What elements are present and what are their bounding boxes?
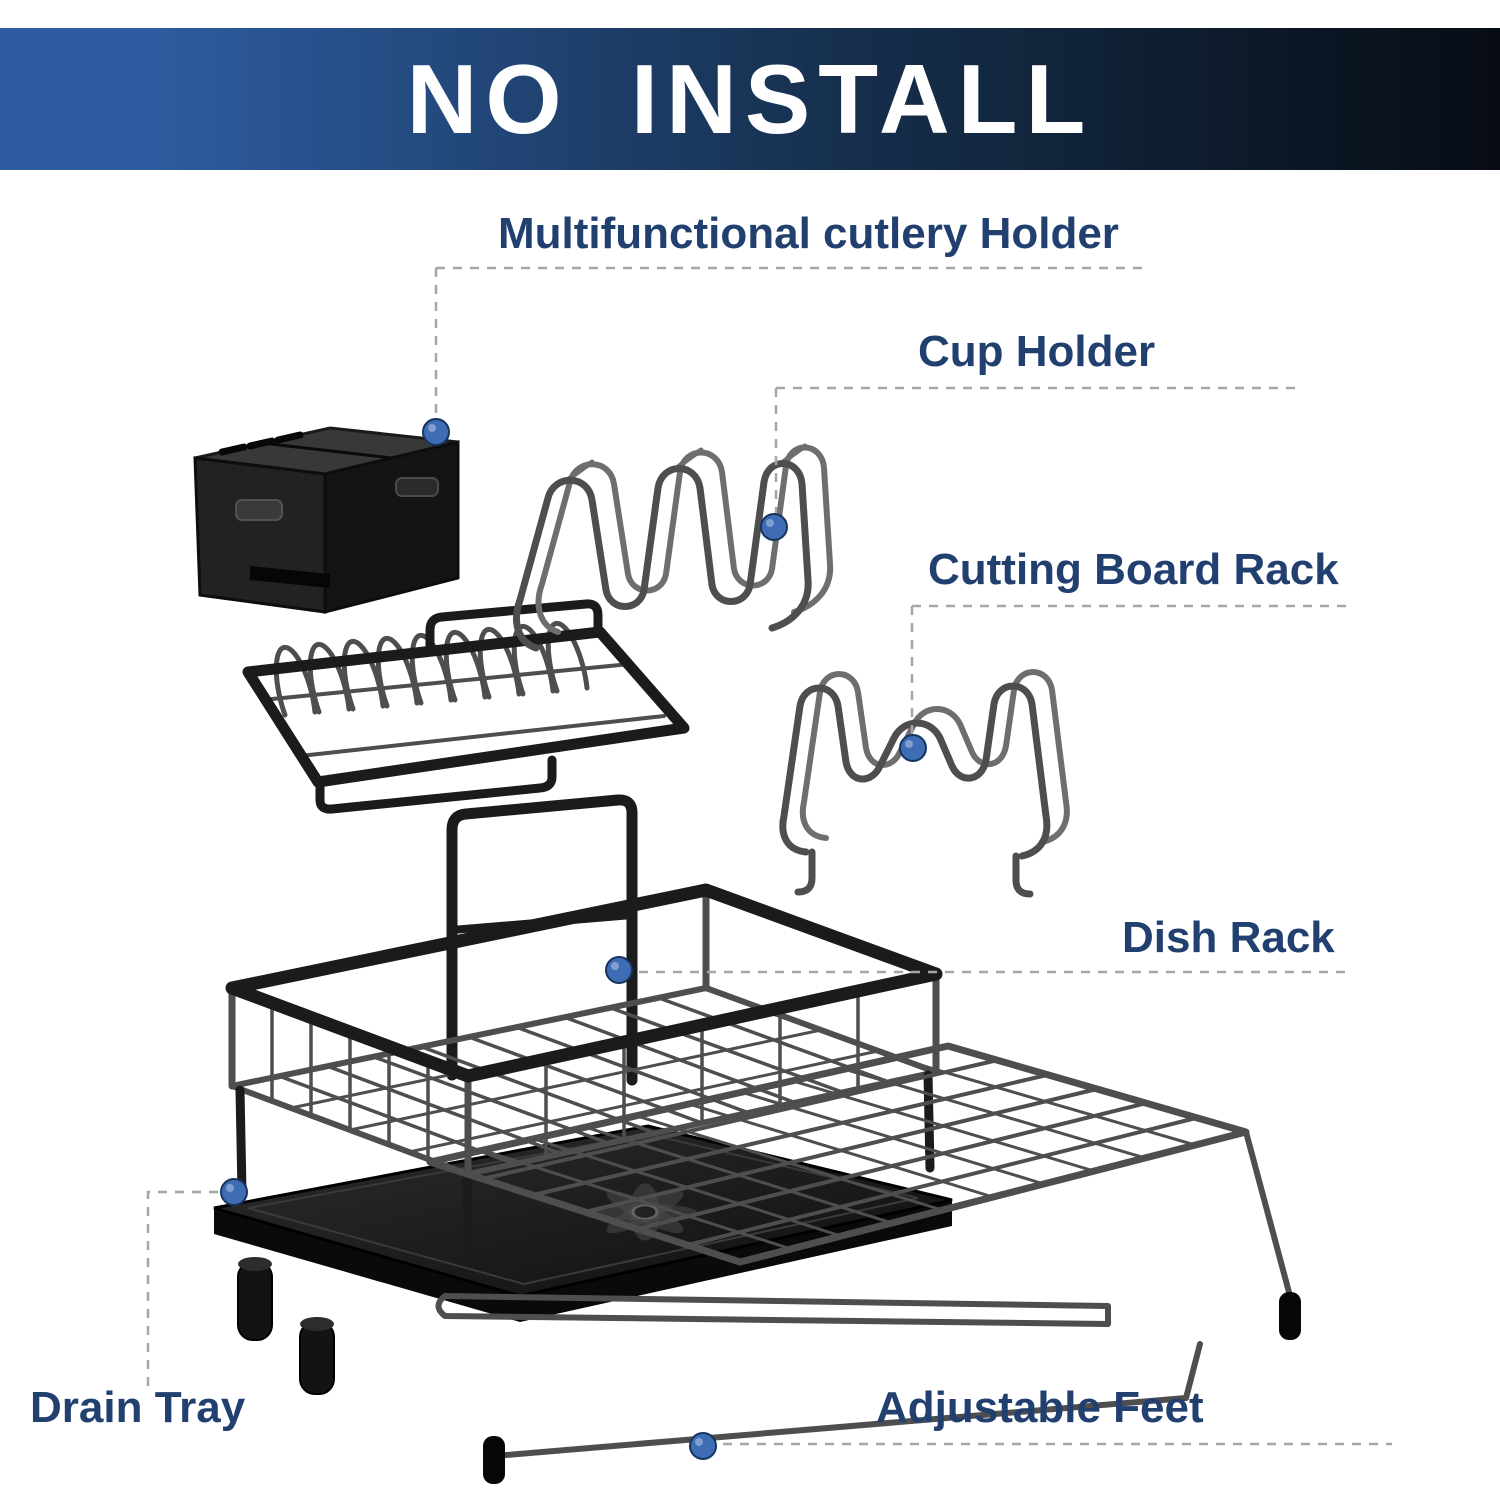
banner: NO INSTALL xyxy=(0,28,1500,170)
adjustable-feet-art xyxy=(483,1341,1203,1484)
callout-label-drain-tray: Drain Tray xyxy=(30,1383,246,1432)
top-tier-rack-art xyxy=(242,599,690,814)
cutting-board-rack-point xyxy=(899,734,927,762)
callout-label-cutlery-holder: Multifunctional cutlery Holder xyxy=(498,209,1119,258)
adjustable-feet-point xyxy=(689,1432,717,1460)
dish-rack-point xyxy=(605,956,633,984)
leader-lines xyxy=(146,266,1392,1446)
callout-label-dish-rack: Dish Rack xyxy=(1122,913,1335,962)
cutlery-holder-point xyxy=(422,418,450,446)
callout-dots xyxy=(220,418,927,1460)
cutlery-holder-art xyxy=(193,426,460,614)
cutting-board-rack-art xyxy=(779,669,1070,898)
callout-label-cup-holder: Cup Holder xyxy=(918,327,1156,376)
callout-label-cutting-board-rack: Cutting Board Rack xyxy=(928,545,1339,594)
cup-holder-art xyxy=(513,443,834,652)
drain-tray-art xyxy=(213,1124,953,1395)
wire-shelf-art xyxy=(426,1042,1301,1340)
dish-rack-art xyxy=(225,883,943,1257)
cup-holder-point xyxy=(760,513,788,541)
callout-label-adjustable-feet: Adjustable Feet xyxy=(876,1383,1204,1432)
banner-title: NO INSTALL xyxy=(406,44,1094,154)
drain-tray-point xyxy=(220,1178,248,1206)
